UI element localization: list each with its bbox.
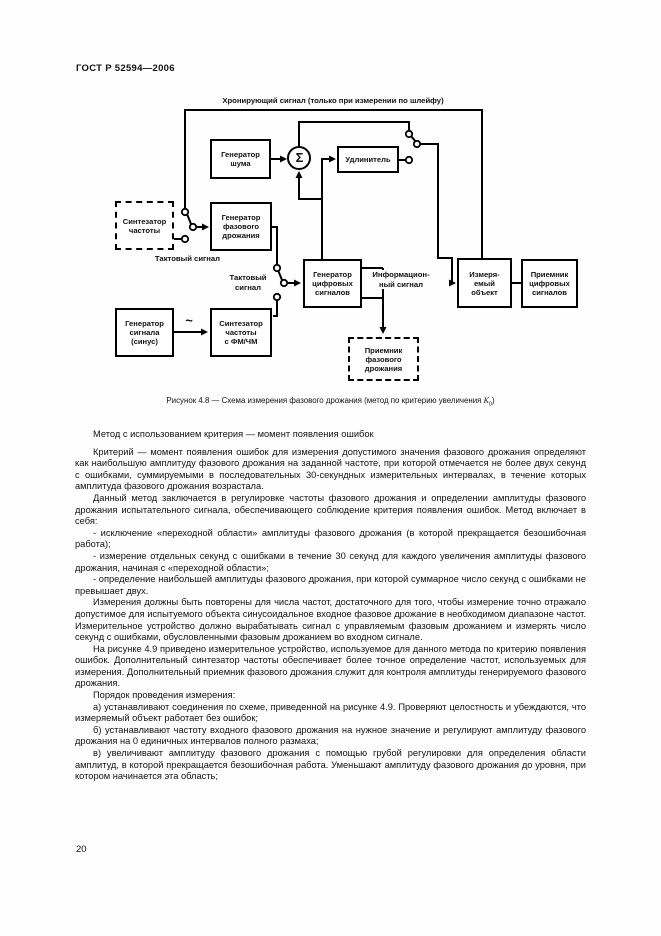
list-item: - измерение отдельных секунд с ошибками …	[75, 550, 586, 573]
label-clock-signal-1: Тактовый сигнал	[154, 254, 221, 263]
timing-loop-line	[184, 109, 483, 258]
doc-header: ГОСТ Р 52594—2006	[76, 63, 175, 74]
figure-caption-close: )	[491, 396, 495, 405]
paragraph: На рисунке 4.9 приведено измерительное у…	[75, 643, 586, 689]
paragraph: Порядок проведения измерения:	[93, 690, 236, 701]
list-item: - определение наибольшей амплитуды фазов…	[75, 574, 586, 596]
block-digital-signal-receiver: Приемник цифровых сигналов	[521, 259, 578, 308]
sine-wave-symbol: ~	[185, 313, 193, 328]
block-noise-generator: Генератор шума	[210, 139, 271, 179]
label-clock-signal-2: Тактовый сигнал	[229, 273, 267, 292]
block-measured-object: Измеря- емый объект	[457, 258, 512, 308]
paragraph: Данный метод заключается в регулировке ч…	[75, 492, 586, 527]
label-information-signal: Информацион- ный сигнал	[366, 270, 436, 289]
method-heading: Метод с использованием критерия — момент…	[93, 429, 374, 439]
block-digital-signal-generator: Генератор цифровых сигналов	[303, 259, 362, 308]
figure-caption: Рисунок 4.8 — Схема измерения фазового д…	[75, 396, 586, 408]
page-number: 20	[76, 844, 87, 855]
figure-caption-text: Рисунок 4.8 — Схема измерения фазового д…	[166, 396, 484, 405]
arrowheads	[201, 155, 456, 336]
list-item-v: в) увеличивают амплитуду фазового дрожан…	[75, 748, 586, 782]
figure-caption-symbol: K	[483, 396, 489, 405]
block-frequency-synthesizer: Синтезатор частоты	[115, 201, 174, 250]
block-sine-generator: Генератор сигнала (синус)	[115, 308, 174, 357]
label-timing-signal: Хронирующий сигнал (только при измерении…	[222, 96, 444, 105]
block-extender: Удлинитель	[337, 146, 399, 173]
list-item: - исключение «переходной области» амплит…	[75, 527, 586, 550]
block-jitter-receiver: Приемник фазового дрожания	[348, 337, 419, 381]
switch-contacts	[180, 129, 422, 302]
sum-symbol: Σ	[295, 150, 304, 165]
block-jitter-generator: Генератор фазового дрожания	[210, 202, 272, 251]
block-fm-synthesizer: Синтезатор частоты с ФМ/ЧМ	[210, 308, 272, 357]
body-text: Метод с использованием критерия — момент…	[75, 429, 586, 783]
figure-caption-subscript: 0	[488, 401, 492, 408]
sum-junction-circle	[287, 146, 311, 170]
list-item-a: а) устанавливают соединения по схеме, пр…	[75, 701, 586, 724]
paragraph: Критерий — момент появления ошибок для и…	[75, 446, 586, 492]
paragraph: Измерения должны быть повторены для числ…	[75, 597, 586, 643]
list-item-b: б) устанавливают частоту входного фазово…	[75, 724, 586, 747]
diagram-connectors	[174, 109, 521, 336]
